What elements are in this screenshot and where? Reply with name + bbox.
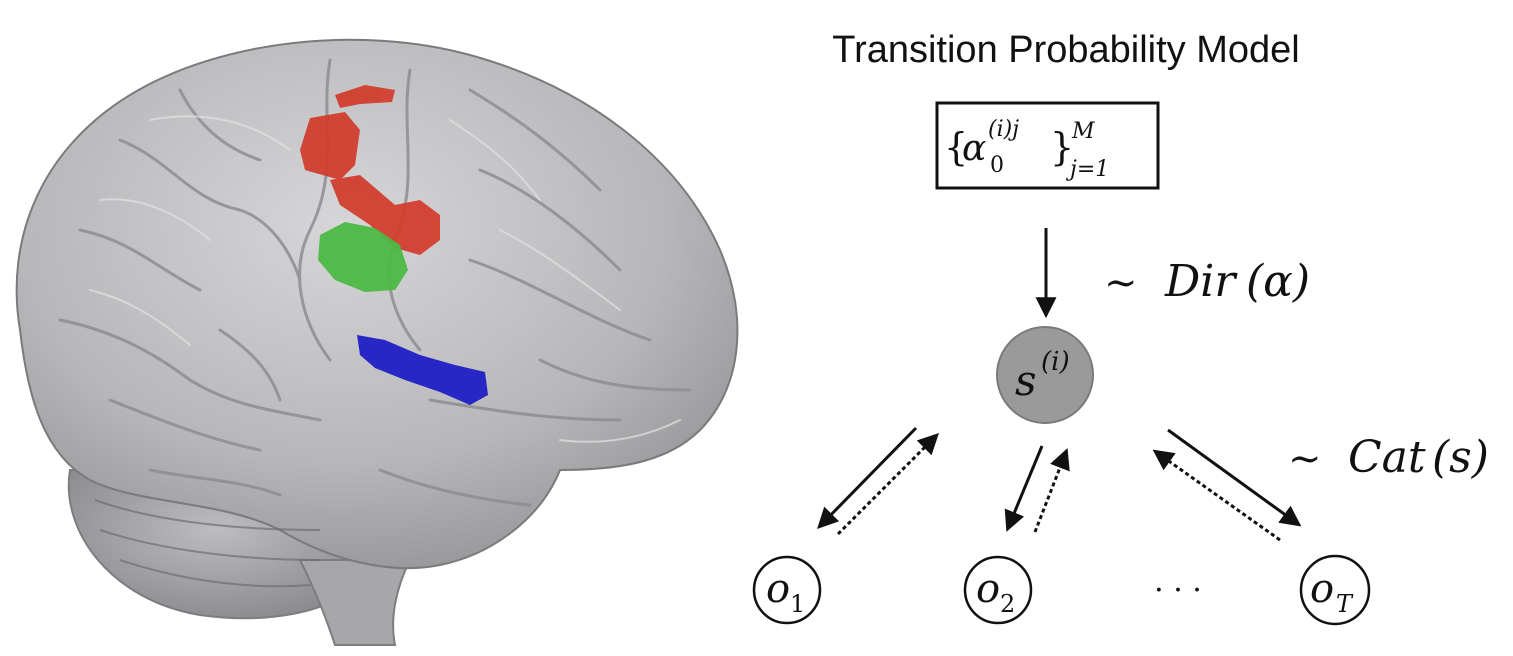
observation-node-T: o T <box>1299 554 1371 626</box>
state-to-o1-arrow <box>817 426 918 530</box>
cat-name: Cat <box>1348 432 1426 483</box>
observation-ellipsis: · · · <box>1154 573 1202 608</box>
oT-to-state-dashed-arrow <box>1152 449 1281 542</box>
cerebellum-folds <box>94 499 321 588</box>
observation-1-subscript: 1 <box>790 590 805 618</box>
state-symbol: s <box>1015 356 1037 405</box>
prior-alpha-subscript: 0 <box>990 153 1004 178</box>
o1-to-state-dashed-arrow <box>836 433 939 536</box>
observation-node-2: o 2 <box>963 555 1033 625</box>
state-to-o2-arrow <box>1004 445 1044 532</box>
diagram-title: Transition Probability Model <box>832 29 1299 71</box>
prior-lower-bound: j=1 <box>1065 157 1109 182</box>
prior-box <box>935 101 1160 190</box>
cerebrum-shape <box>15 38 739 570</box>
cat-argument: (s) <box>1432 432 1489 483</box>
prior-upper-bound: M <box>1071 119 1095 144</box>
prior-brace-close: } <box>1050 125 1074 169</box>
state-to-oT-arrow <box>1167 428 1302 527</box>
brain-folds <box>58 58 692 507</box>
dir-argument: (α) <box>1246 256 1310 307</box>
transition-model-diagram: Transition Probability Model { α (i)j 0 … <box>752 29 1489 626</box>
activation-region-red <box>300 85 440 255</box>
brain-illustration <box>15 38 739 646</box>
o2-to-state-dashed-arrow <box>1033 448 1070 533</box>
prior-alpha: α <box>962 128 986 169</box>
activation-region-blue <box>357 335 488 405</box>
brainstem-shape <box>298 559 412 646</box>
observation-node-1: o 1 <box>752 555 822 625</box>
observation-1-symbol: o <box>766 566 790 612</box>
dir-distribution-label: ∼ Dir (α) <box>1104 256 1310 307</box>
cat-tilde: ∼ <box>1288 436 1322 482</box>
cat-distribution-label: ∼ Cat (s) <box>1288 432 1489 483</box>
observation-T-subscript: T <box>1336 590 1354 618</box>
observation-2-symbol: o <box>976 566 1000 612</box>
state-superscript: (i) <box>1041 347 1070 377</box>
prior-alpha-superscript: (i)j <box>988 117 1019 142</box>
state-node <box>996 326 1094 424</box>
activation-region-green <box>318 222 408 292</box>
dir-tilde: ∼ <box>1104 260 1138 306</box>
observation-T-symbol: o <box>1310 566 1334 612</box>
prior-brace-open: { <box>944 125 968 169</box>
prior-formula: { α (i)j 0 } M j=1 <box>944 117 1109 182</box>
dir-name: Dir <box>1164 256 1238 307</box>
brain-folds-light <box>89 115 681 443</box>
observation-2-subscript: 2 <box>1000 590 1015 618</box>
state-node-label: s (i) <box>1015 347 1070 405</box>
